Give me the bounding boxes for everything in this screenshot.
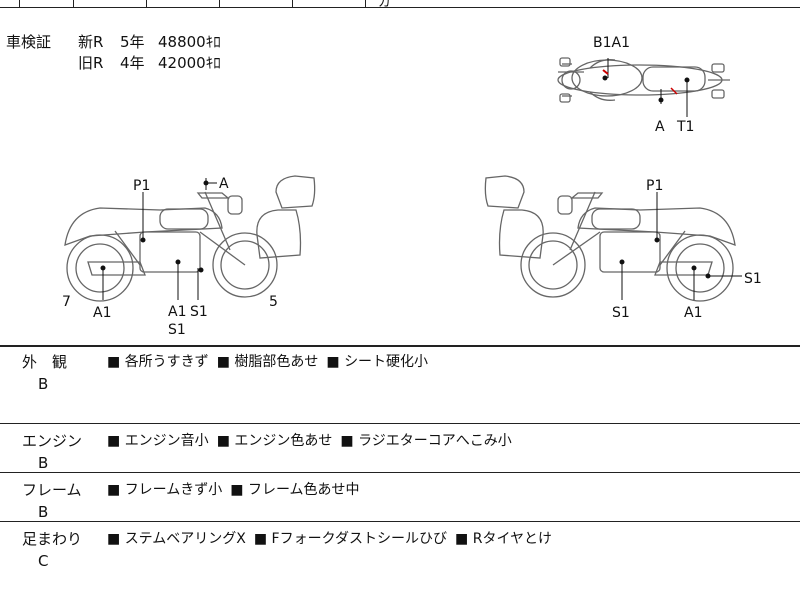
right-side-damage-marks: [619, 192, 742, 300]
note-item: ステムベアリングX: [107, 531, 246, 547]
section-notes: エンジン音小エンジン色あせラジエターコアへこみ小: [107, 430, 520, 450]
section-engine: エンジン B エンジン音小エンジン色あせラジエターコアへこみ小: [0, 424, 800, 473]
note-item: ラジエターコアへこみ小: [340, 433, 511, 449]
section-grade: C: [38, 552, 49, 570]
note-item: エンジン色あせ: [217, 433, 333, 449]
shaken-new-row: 新R 5年 48800ｷﾛ: [78, 32, 221, 53]
mark-t1-top: T1: [676, 119, 694, 135]
top-view-damage-marks: [602, 58, 690, 117]
note-item: シート硬化小: [326, 354, 428, 370]
section-notes: 各所うすきず樹脂部色あせシート硬化小: [107, 351, 436, 371]
condition-diagram-area: 車検証 新R 5年 48800ｷﾛ 旧R 4年 42000ｷﾛ: [0, 8, 800, 347]
top-cell: [220, 0, 293, 7]
right-side-motorcycle: [484, 175, 736, 302]
section-name: フレーム: [22, 481, 82, 499]
section-name: 外 観: [22, 353, 68, 371]
note-item: Rタイヤとけ: [455, 531, 552, 547]
mark-s1-rear-right: S1: [744, 271, 762, 287]
section-name: 足まわり: [22, 530, 83, 548]
mark-s1-mid-left: S1: [190, 304, 208, 320]
section-grade: B: [38, 375, 49, 393]
section-notes: フレームきず小フレーム色あせ中: [107, 479, 368, 499]
section-grade: B: [38, 454, 49, 472]
mark-a1-mid-left: A1: [168, 304, 186, 320]
mark-a1-right-side: A1: [684, 305, 702, 321]
mark-a1-front-left: A1: [93, 305, 111, 321]
note-item: フレーム色あせ中: [230, 482, 359, 498]
section-grade: B: [38, 503, 49, 521]
top-table-strip: ガ: [0, 0, 800, 10]
shaken-new-km: 48800ｷﾛ: [158, 33, 221, 51]
section-frame: フレーム B フレームきず小フレーム色あせ中: [0, 473, 800, 522]
mark-a-left: A: [219, 176, 229, 192]
top-cell: [147, 0, 220, 7]
mark-7-left: 7: [62, 294, 71, 310]
mark-a-top: A: [655, 119, 665, 135]
shaken-old-years: 4年: [120, 54, 145, 72]
shaken-label: 車検証: [6, 33, 52, 51]
mark-5-left: 5: [269, 294, 278, 310]
shaken-new-years: 5年: [120, 33, 145, 51]
left-side-motorcycle: [64, 175, 316, 302]
note-item: エンジン音小: [107, 433, 209, 449]
section-notes: ステムベアリングX Fフォークダストシールひび Rタイヤとけ: [107, 528, 560, 548]
top-cell: [0, 0, 20, 7]
motorcycle-diagrams: B1A1 A T1 P1 A 7 A1 A1 S1 S1 5: [62, 35, 762, 338]
shaken-old-label: 旧R: [78, 54, 104, 72]
mark-s1-right-side: S1: [612, 305, 630, 321]
shaken-old-row: 旧R 4年 42000ｷﾛ: [78, 53, 221, 74]
note-item: 各所うすきず: [107, 354, 209, 370]
note-item: フレームきず小: [107, 482, 222, 498]
note-item: 樹脂部色あせ: [217, 354, 319, 370]
shaken-old-km: 42000ｷﾛ: [158, 54, 221, 72]
mark-p1-right: P1: [646, 178, 663, 194]
mark-b1a1-top: B1A1: [593, 35, 630, 51]
shaken-new-label: 新R: [78, 33, 104, 51]
top-view-motorcycle: [557, 57, 730, 103]
section-exterior: 外 観 B 各所うすきず樹脂部色あせシート硬化小: [0, 345, 800, 424]
mark-s1-low-left: S1: [168, 322, 186, 338]
left-side-damage-marks: [100, 178, 217, 300]
mark-p1-left: P1: [133, 178, 150, 194]
top-cell: [74, 0, 147, 7]
top-cell: [293, 0, 366, 7]
section-suspension: 足まわり C ステムベアリングX Fフォークダストシールひび Rタイヤとけ: [0, 522, 800, 600]
section-name: エンジン: [22, 432, 83, 450]
note-item: Fフォークダストシールひび: [254, 531, 447, 547]
top-partial-text: ガ: [378, 0, 392, 10]
top-cell: [20, 0, 74, 7]
